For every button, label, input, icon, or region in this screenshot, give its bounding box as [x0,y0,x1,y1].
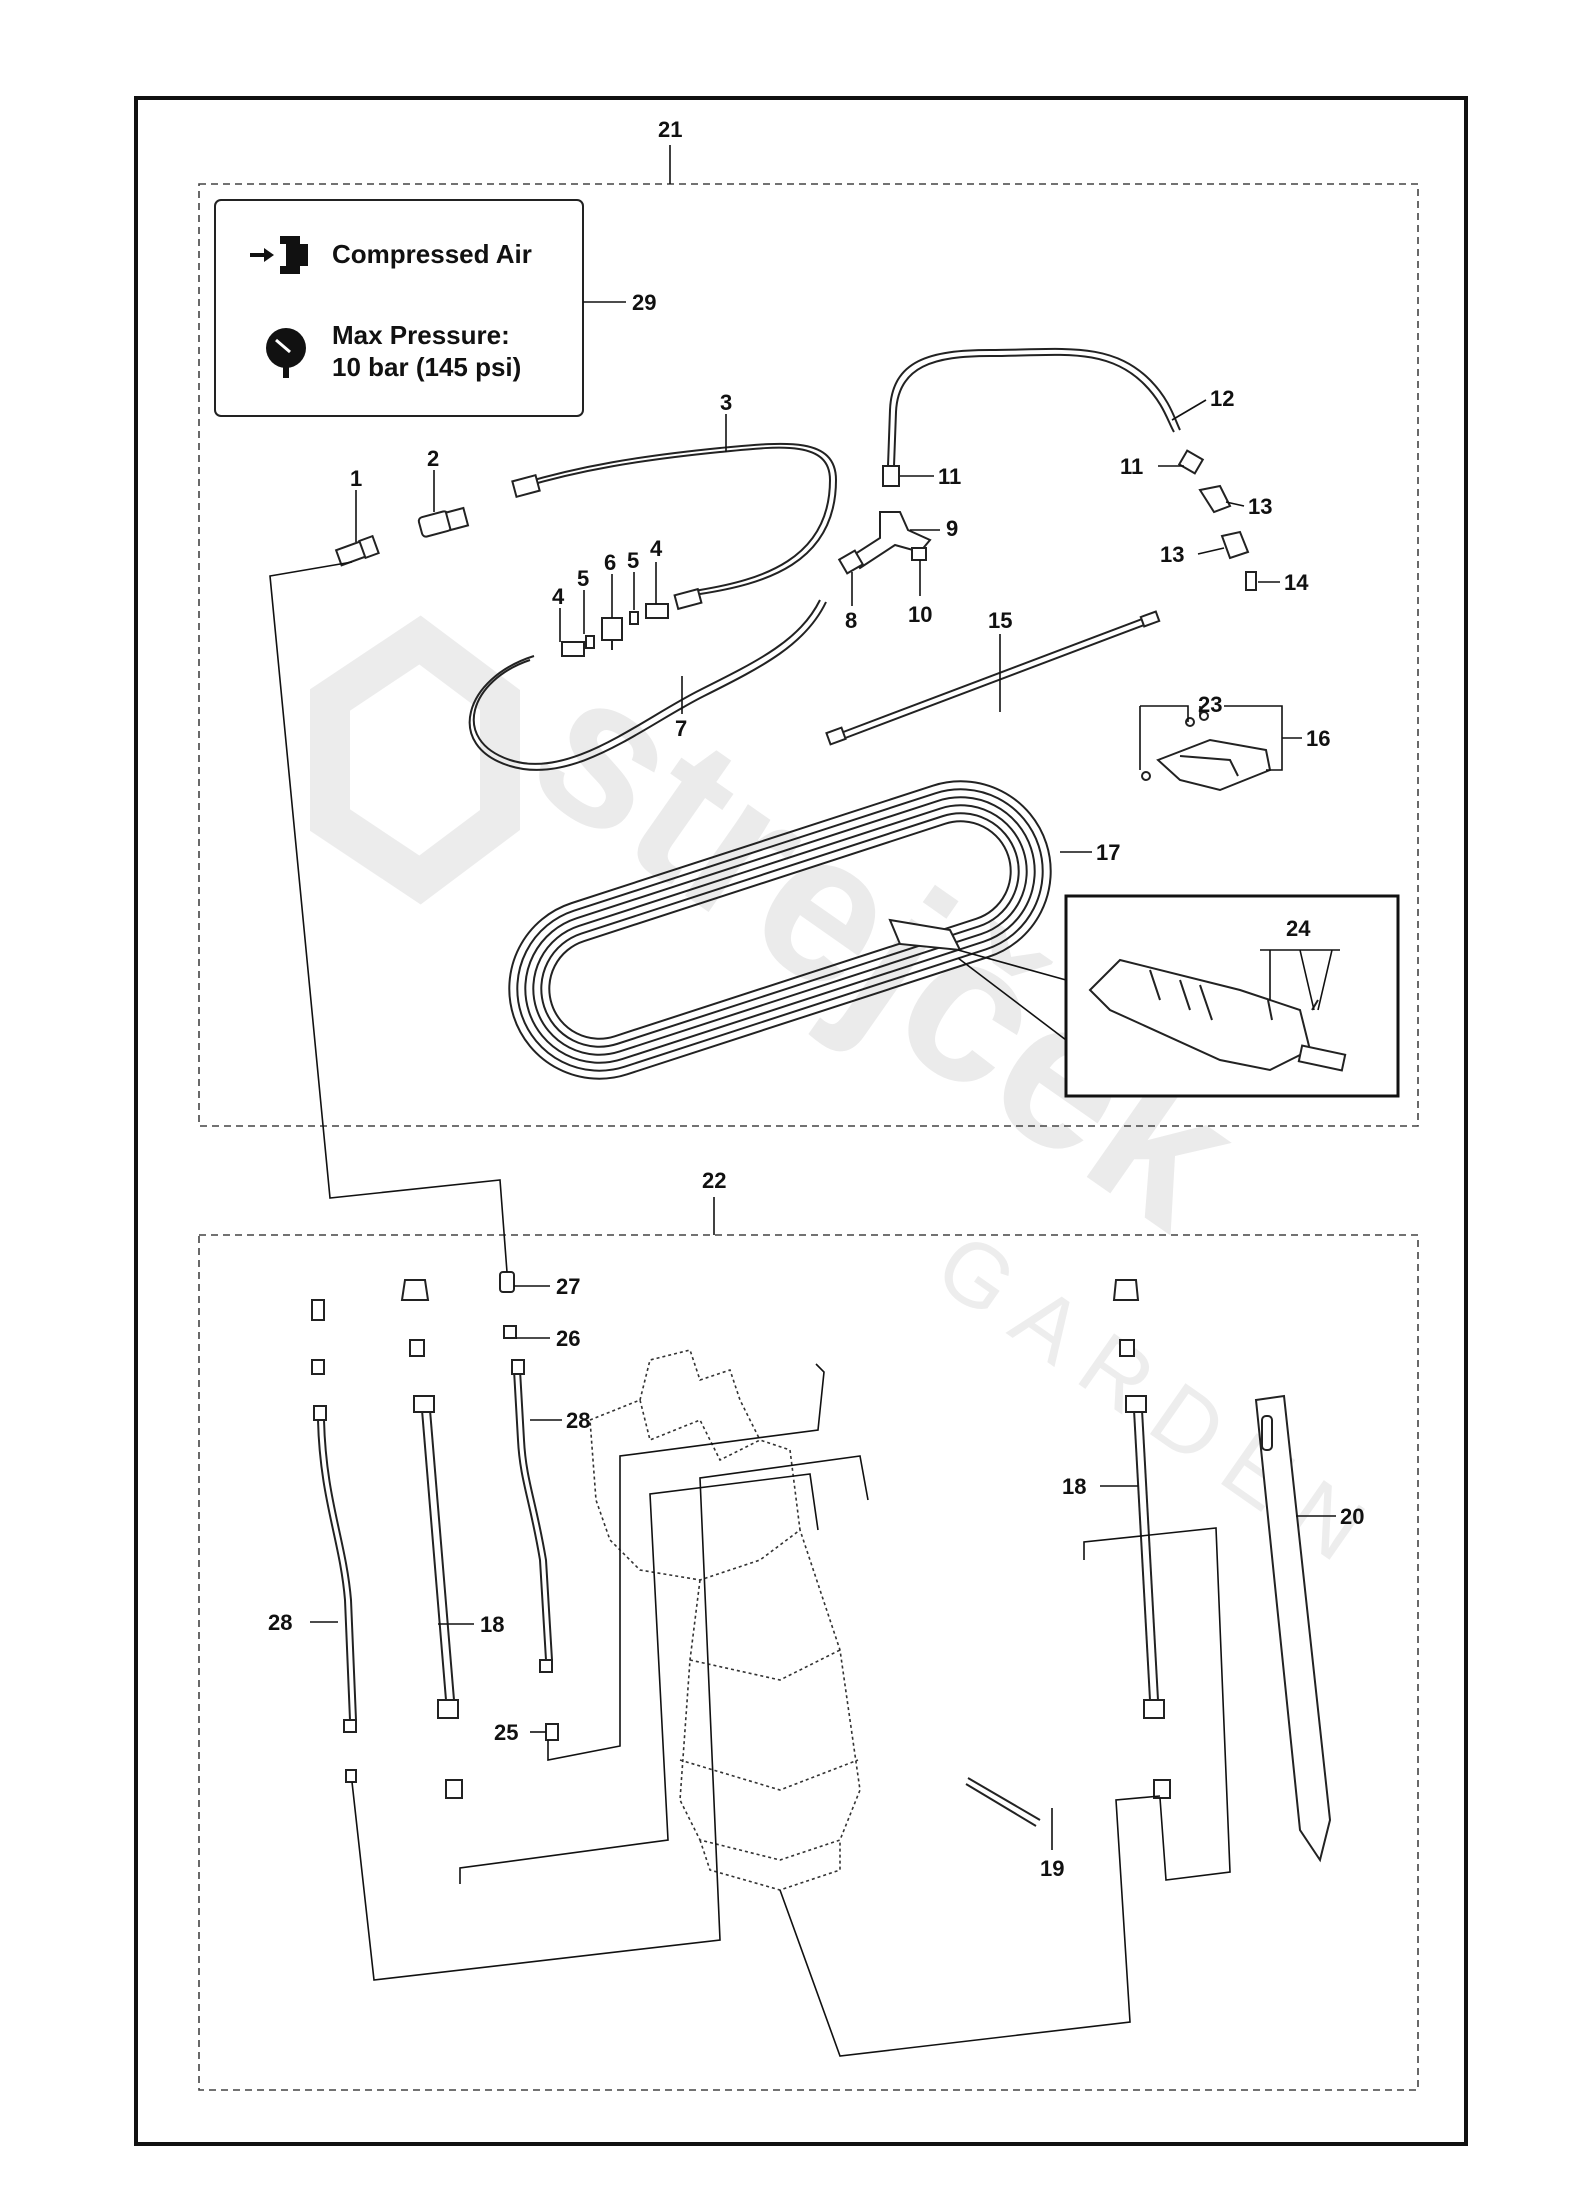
detail-leader-upper [957,949,1067,981]
callout-24: 24 [1286,916,1311,941]
part-13-elbow-lower [1220,530,1250,560]
part-24-clamp [1088,958,1347,1072]
callout-15: 15 [988,608,1012,633]
callout-19: 19 [1040,1856,1064,1881]
callout-28-left: 28 [268,1610,292,1635]
callout-18-left: 18 [480,1612,504,1637]
part-9-y-connector [837,511,932,575]
callout-20: 20 [1340,1504,1364,1529]
part-7-hose [472,599,821,765]
callout-5-right: 5 [627,548,639,573]
callout-17: 17 [1096,840,1120,865]
part-12-hose [887,347,1181,467]
legend-compressed-air: Compressed Air [332,239,532,269]
part-27-quick-coupling [499,1271,515,1293]
callout-2: 2 [427,446,439,471]
callout-5-left: 5 [577,566,589,591]
part-3-hose [519,446,832,593]
callout-14: 14 [1284,570,1309,595]
leaders [310,399,1340,1850]
callout-25: 25 [494,1720,518,1745]
callout-12: 12 [1210,386,1234,411]
callout-6: 6 [604,550,616,575]
legend-pressure-value: 10 bar (145 psi) [332,352,521,382]
part-16-bracket [1156,738,1272,792]
callout-3: 3 [720,390,732,415]
part-1-coupling [334,534,380,567]
legend-frame [214,199,584,417]
callout-7: 7 [675,716,687,741]
part-11-fitting-left [882,465,900,487]
part-4-fitting-right [645,603,669,619]
detail-leader-lower [957,957,1067,1041]
callout-16: 16 [1306,726,1330,751]
part-5-washer-right [629,611,639,625]
compressed-air-icon [250,236,308,274]
callout-4-right: 4 [650,536,663,561]
callout-13-upper: 13 [1248,494,1272,519]
part-10-plug [911,547,927,561]
part-28-hose-left [311,1299,357,1783]
callout-11-right: 11 [1120,454,1143,479]
page-frame [134,96,1468,2146]
part-15-rod [825,610,1161,746]
part-25-fitting [545,1723,559,1741]
part-19-pin [965,1777,1041,1827]
part-28-hose-right [511,1359,553,1673]
part-4-fitting-left [561,641,585,657]
legend-max-pressure: Max Pressure: [332,320,510,350]
part-13-elbow-upper [1198,484,1232,514]
watermark-sub: GARDEN [919,1214,1400,1592]
callout-29: 29 [632,290,656,315]
part-20-chisel [1254,1394,1332,1863]
watermark-logo-icon [310,615,520,905]
part-5-washer-left [585,635,595,649]
callout-27: 27 [556,1274,580,1299]
pressure-gauge-icon [266,328,306,378]
callout-23: 23 [1198,692,1222,717]
part-26-nipple [503,1325,517,1339]
part-17-hose-coil [508,780,1052,1080]
callout-4-left: 4 [552,584,565,609]
routing-lines [269,561,1231,2057]
part-11-fitting-right [1177,449,1205,475]
part-2-nipple [417,506,470,538]
callout-28-right: 28 [566,1408,590,1433]
legend-box: Compressed Air Max Pressure: 10 bar (145… [214,199,584,417]
part-14-nozzle [1245,571,1257,591]
callout-21: 21 [658,117,682,142]
part-18-hose-left [400,1279,463,1799]
callout-8: 8 [845,608,857,633]
callout-1: 1 [350,466,362,491]
callout-26: 26 [556,1326,580,1351]
callout-18-right: 18 [1062,1474,1086,1499]
callout-13-lower: 13 [1160,542,1184,567]
group-box-22 [198,1234,1419,2091]
part-3-fitting [511,473,541,499]
breaker-outline [589,1349,861,1891]
part-18-hose-right [1112,1279,1171,1799]
callout-9: 9 [946,516,958,541]
callout-10: 10 [908,602,932,627]
callout-22: 22 [702,1168,726,1193]
callout-11-left: 11 [938,464,961,489]
